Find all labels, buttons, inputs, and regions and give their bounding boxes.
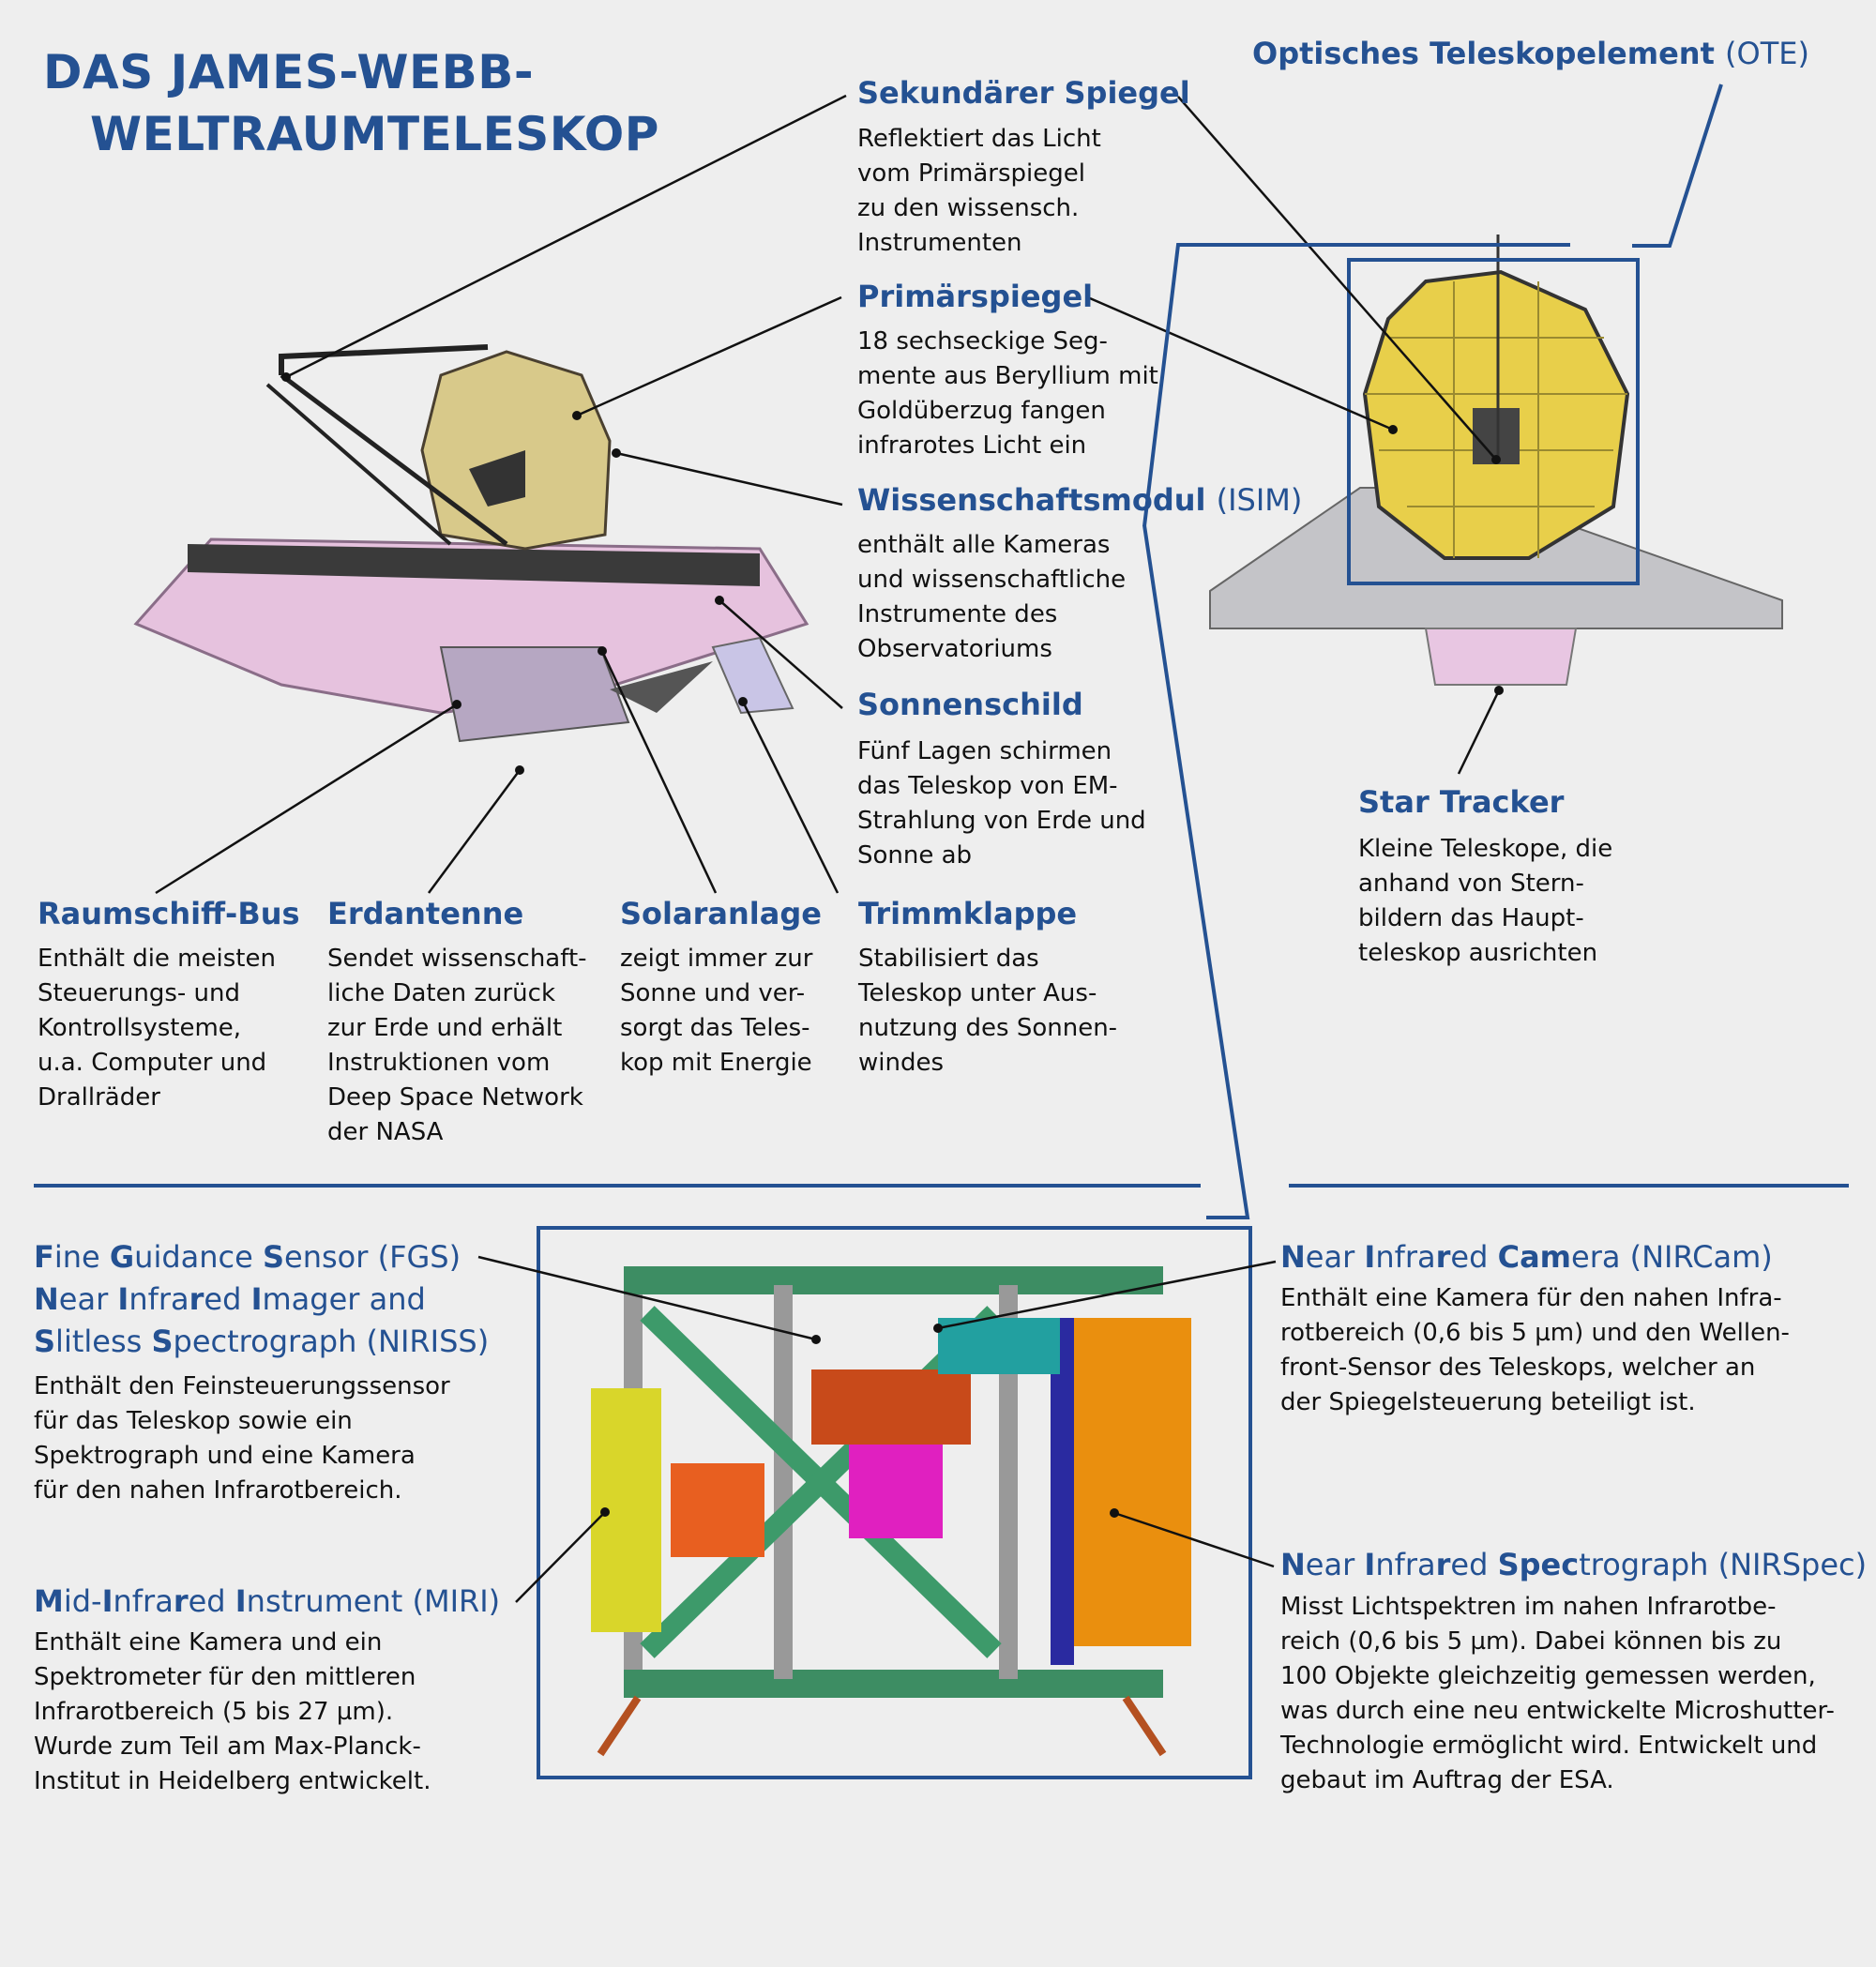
label-star-tracker-body: Kleine Teleskope, die anhand von Stern- … — [1358, 835, 1613, 967]
label-secondary-mirror-body: Reflektiert das Licht vom Primärspiegel … — [857, 125, 1101, 257]
label-miri-title: Mid-Infrared Instrument (MIRI) — [34, 1583, 501, 1619]
label-nircam-body: Enthält eine Kamera für den nahen Infra-… — [1280, 1284, 1790, 1416]
label-miri-body: Enthält eine Kamera und ein Spektrometer… — [34, 1628, 431, 1795]
page-title-line1: DAS JAMES-WEBB- — [43, 45, 535, 99]
label-primary-mirror-title: Primärspiegel — [857, 279, 1094, 314]
ote-title-text: Optisches Teleskopelement — [1252, 36, 1715, 71]
callout-connectors — [34, 83, 1849, 1219]
label-bus-body: Enthält die meisten Steuerungs- und Kont… — [38, 945, 276, 1112]
isim-illustration — [537, 1226, 1252, 1779]
label-trim-title: Trimmklappe — [858, 896, 1078, 931]
telescope-front-view — [1209, 235, 1783, 686]
page-title-line2: WELTRAUMTELESKOP — [90, 107, 659, 161]
label-secondary-mirror-title: Sekundärer Spiegel — [857, 75, 1190, 111]
label-nirspec-body: Misst Lichtspektren im nahen Infrarotbe-… — [1280, 1593, 1835, 1794]
label-sunshield-title: Sonnenschild — [857, 687, 1083, 722]
label-star-tracker-title: Star Tracker — [1358, 784, 1565, 820]
label-primary-mirror-body: 18 sechseckige Seg- mente aus Beryllium … — [857, 327, 1158, 460]
label-nirspec-title: Near Infrared Spectrograph (NIRSpec) — [1280, 1547, 1868, 1582]
label-trim-body: Stabilisiert das Teleskop unter Aus- nut… — [858, 945, 1118, 1077]
isim-title-text: Wissenschaftsmodul — [857, 482, 1206, 518]
leader-lines — [155, 94, 1501, 1603]
label-fgs-body: Enthält den Feinsteuerungssensor für das… — [34, 1372, 450, 1505]
telescope-side-view — [133, 344, 809, 743]
label-ote-title: Optisches Teleskopelement (OTE) — [1252, 36, 1809, 71]
ote-abbr: (OTE) — [1725, 36, 1809, 71]
isim-abbr: (ISIM) — [1216, 482, 1303, 518]
label-solar-body: zeigt immer zur Sonne und ver- sorgt das… — [620, 945, 813, 1077]
label-sunshield-body: Fünf Lagen schirmen das Teleskop von EM-… — [857, 737, 1146, 870]
label-isim-title: Wissenschaftsmodul (ISIM) — [857, 482, 1302, 518]
label-antenna-title: Erdantenne — [327, 896, 524, 931]
label-isim-body: enthält alle Kameras und wissenschaftlic… — [857, 531, 1127, 663]
label-antenna-body: Sendet wissenschaft- liche Daten zurück … — [327, 945, 587, 1146]
leader-dots — [281, 372, 1504, 1518]
label-solar-title: Solaranlage — [620, 896, 822, 931]
label-bus-title: Raumschiff-Bus — [38, 896, 300, 931]
label-fgs-title: Fine Guidance Sensor (FGS) Near Infrared… — [34, 1239, 490, 1359]
label-nircam-title: Near Infrared Camera (NIRCam) — [1280, 1239, 1773, 1275]
